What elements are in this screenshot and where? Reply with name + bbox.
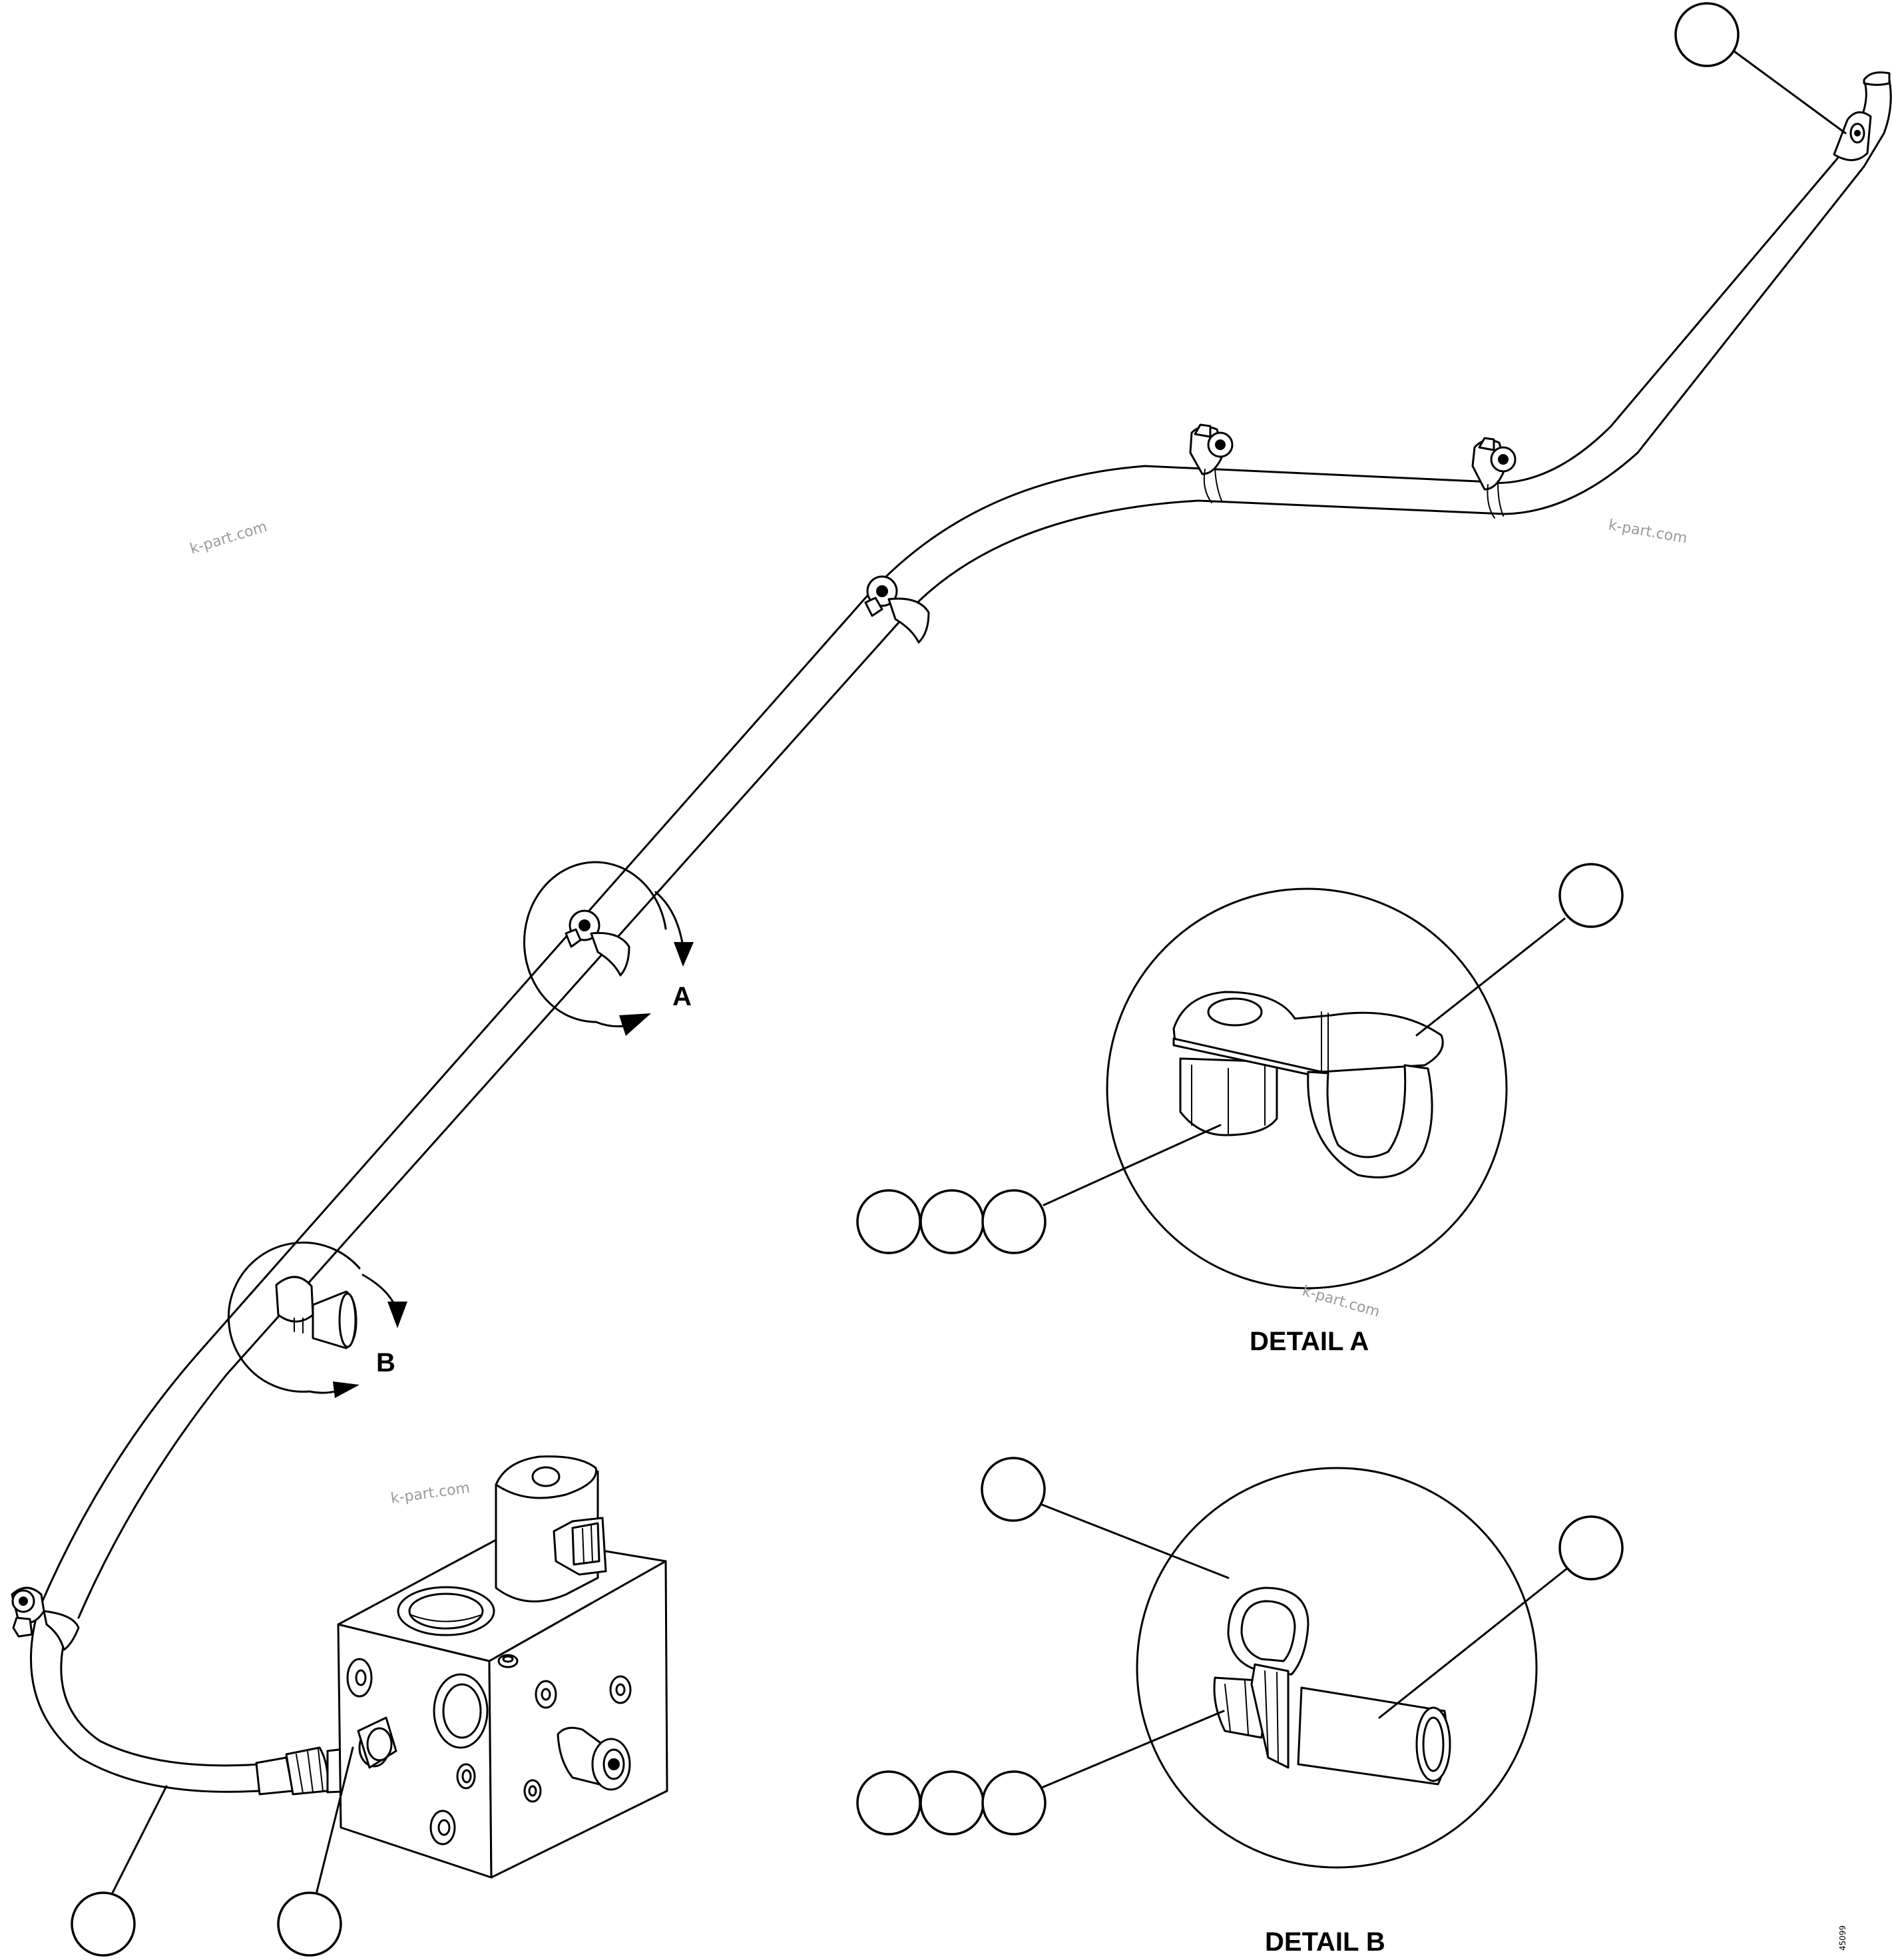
tube-clamp-middle (864, 575, 930, 644)
callout-balloon (856, 1189, 921, 1254)
tube-clamp-upper-right (1471, 437, 1517, 519)
watermark: k-part.com (1300, 1283, 1381, 1321)
hydraulic-tube (30, 71, 1892, 1793)
callout-balloon (71, 1891, 136, 1957)
detail-a-arrow-letter: A (672, 982, 692, 1011)
detail-a-view (1106, 887, 1508, 1290)
callout-balloon (919, 1770, 985, 1836)
callout-balloon (981, 1189, 1047, 1254)
callout-balloon (919, 1189, 985, 1254)
watermark: k-part.com (389, 1480, 471, 1507)
tube-clamp-detail-b-location (275, 1276, 357, 1349)
detail-b-arrow-letter: B (376, 1348, 395, 1377)
tube-clamp-upper-middle (1189, 423, 1234, 503)
callout-balloon (1558, 1515, 1624, 1581)
watermark: k-part.com (188, 519, 269, 558)
detail-a-callout: A (523, 861, 694, 1036)
callout-balloon (277, 1891, 342, 1957)
detail-b-callout: B (227, 1241, 407, 1398)
detail-b-title: DETAIL B (1265, 1927, 1385, 1957)
tube-clamp-detail-a-location (565, 909, 630, 977)
tube-clamp-top-end (1833, 111, 1872, 161)
callout-balloon (1558, 863, 1624, 928)
callout-balloon (856, 1770, 921, 1836)
callout-balloon (981, 1770, 1047, 1836)
callout-balloon (1674, 2, 1740, 67)
callout-balloons (71, 2, 1847, 1957)
detail-b-view (1136, 1467, 1538, 1869)
detail-a-title: DETAIL A (1250, 1327, 1369, 1356)
callout-balloon (981, 1457, 1046, 1522)
watermark: k-part.com (1607, 517, 1688, 547)
tube-clamp-lower-left (11, 1587, 80, 1651)
valve-fitting (357, 1716, 397, 1769)
figure-number: 45099 (1838, 1925, 1847, 1951)
valve-block (337, 1455, 668, 1879)
